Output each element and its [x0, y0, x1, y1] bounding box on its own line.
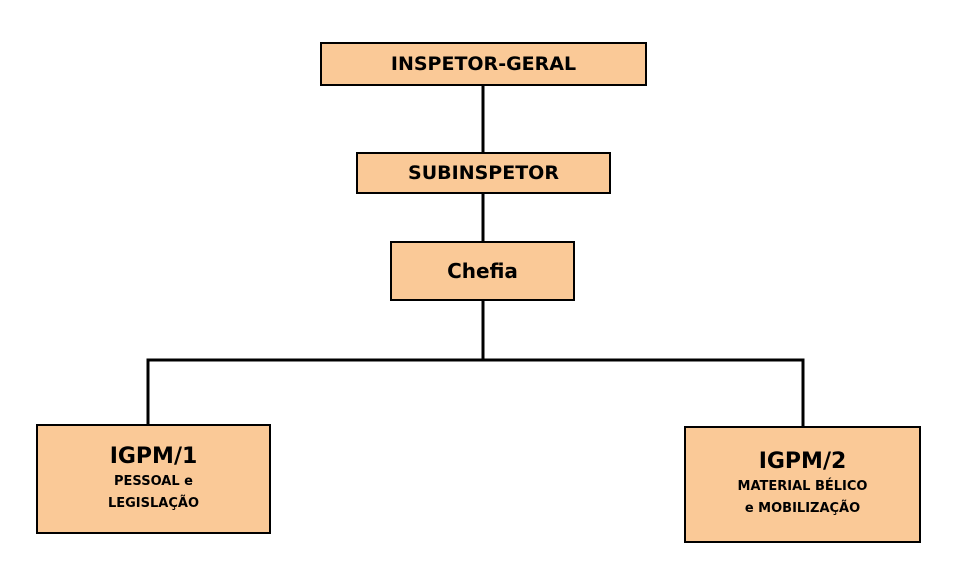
chefia-box: Chefia [390, 241, 575, 301]
igpm2-subtitle-line-2: e MOBILIZAÇÃO [744, 501, 861, 516]
subinspetor-title: SUBINSPETOR [408, 162, 559, 184]
igpm2-box: IGPM/2 MATERIAL BÉLICO e MOBILIZAÇÃO [684, 426, 921, 543]
connector-branch-horizontal [146, 358, 805, 426]
inspetor-geral-box: INSPETOR-GERAL [320, 42, 647, 86]
inspetor-geral-title: INSPETOR-GERAL [390, 53, 577, 75]
igpm1-title: IGPM/1 [109, 443, 198, 469]
igpm1-box: IGPM/1 PESSOAL e LEGISLAÇÃO [36, 424, 271, 534]
igpm1-subtitle-line-1: PESSOAL e [114, 473, 193, 489]
igpm2-title: IGPM/2 [758, 449, 847, 474]
igpm2-subtitle-line-1: MATERIAL BÉLICO [737, 479, 868, 494]
chefia-title: Chefia [447, 259, 518, 283]
igpm1-subtitle-line-2: LEGISLAÇÃO [107, 495, 200, 511]
subinspetor-box: SUBINSPETOR [356, 152, 611, 194]
